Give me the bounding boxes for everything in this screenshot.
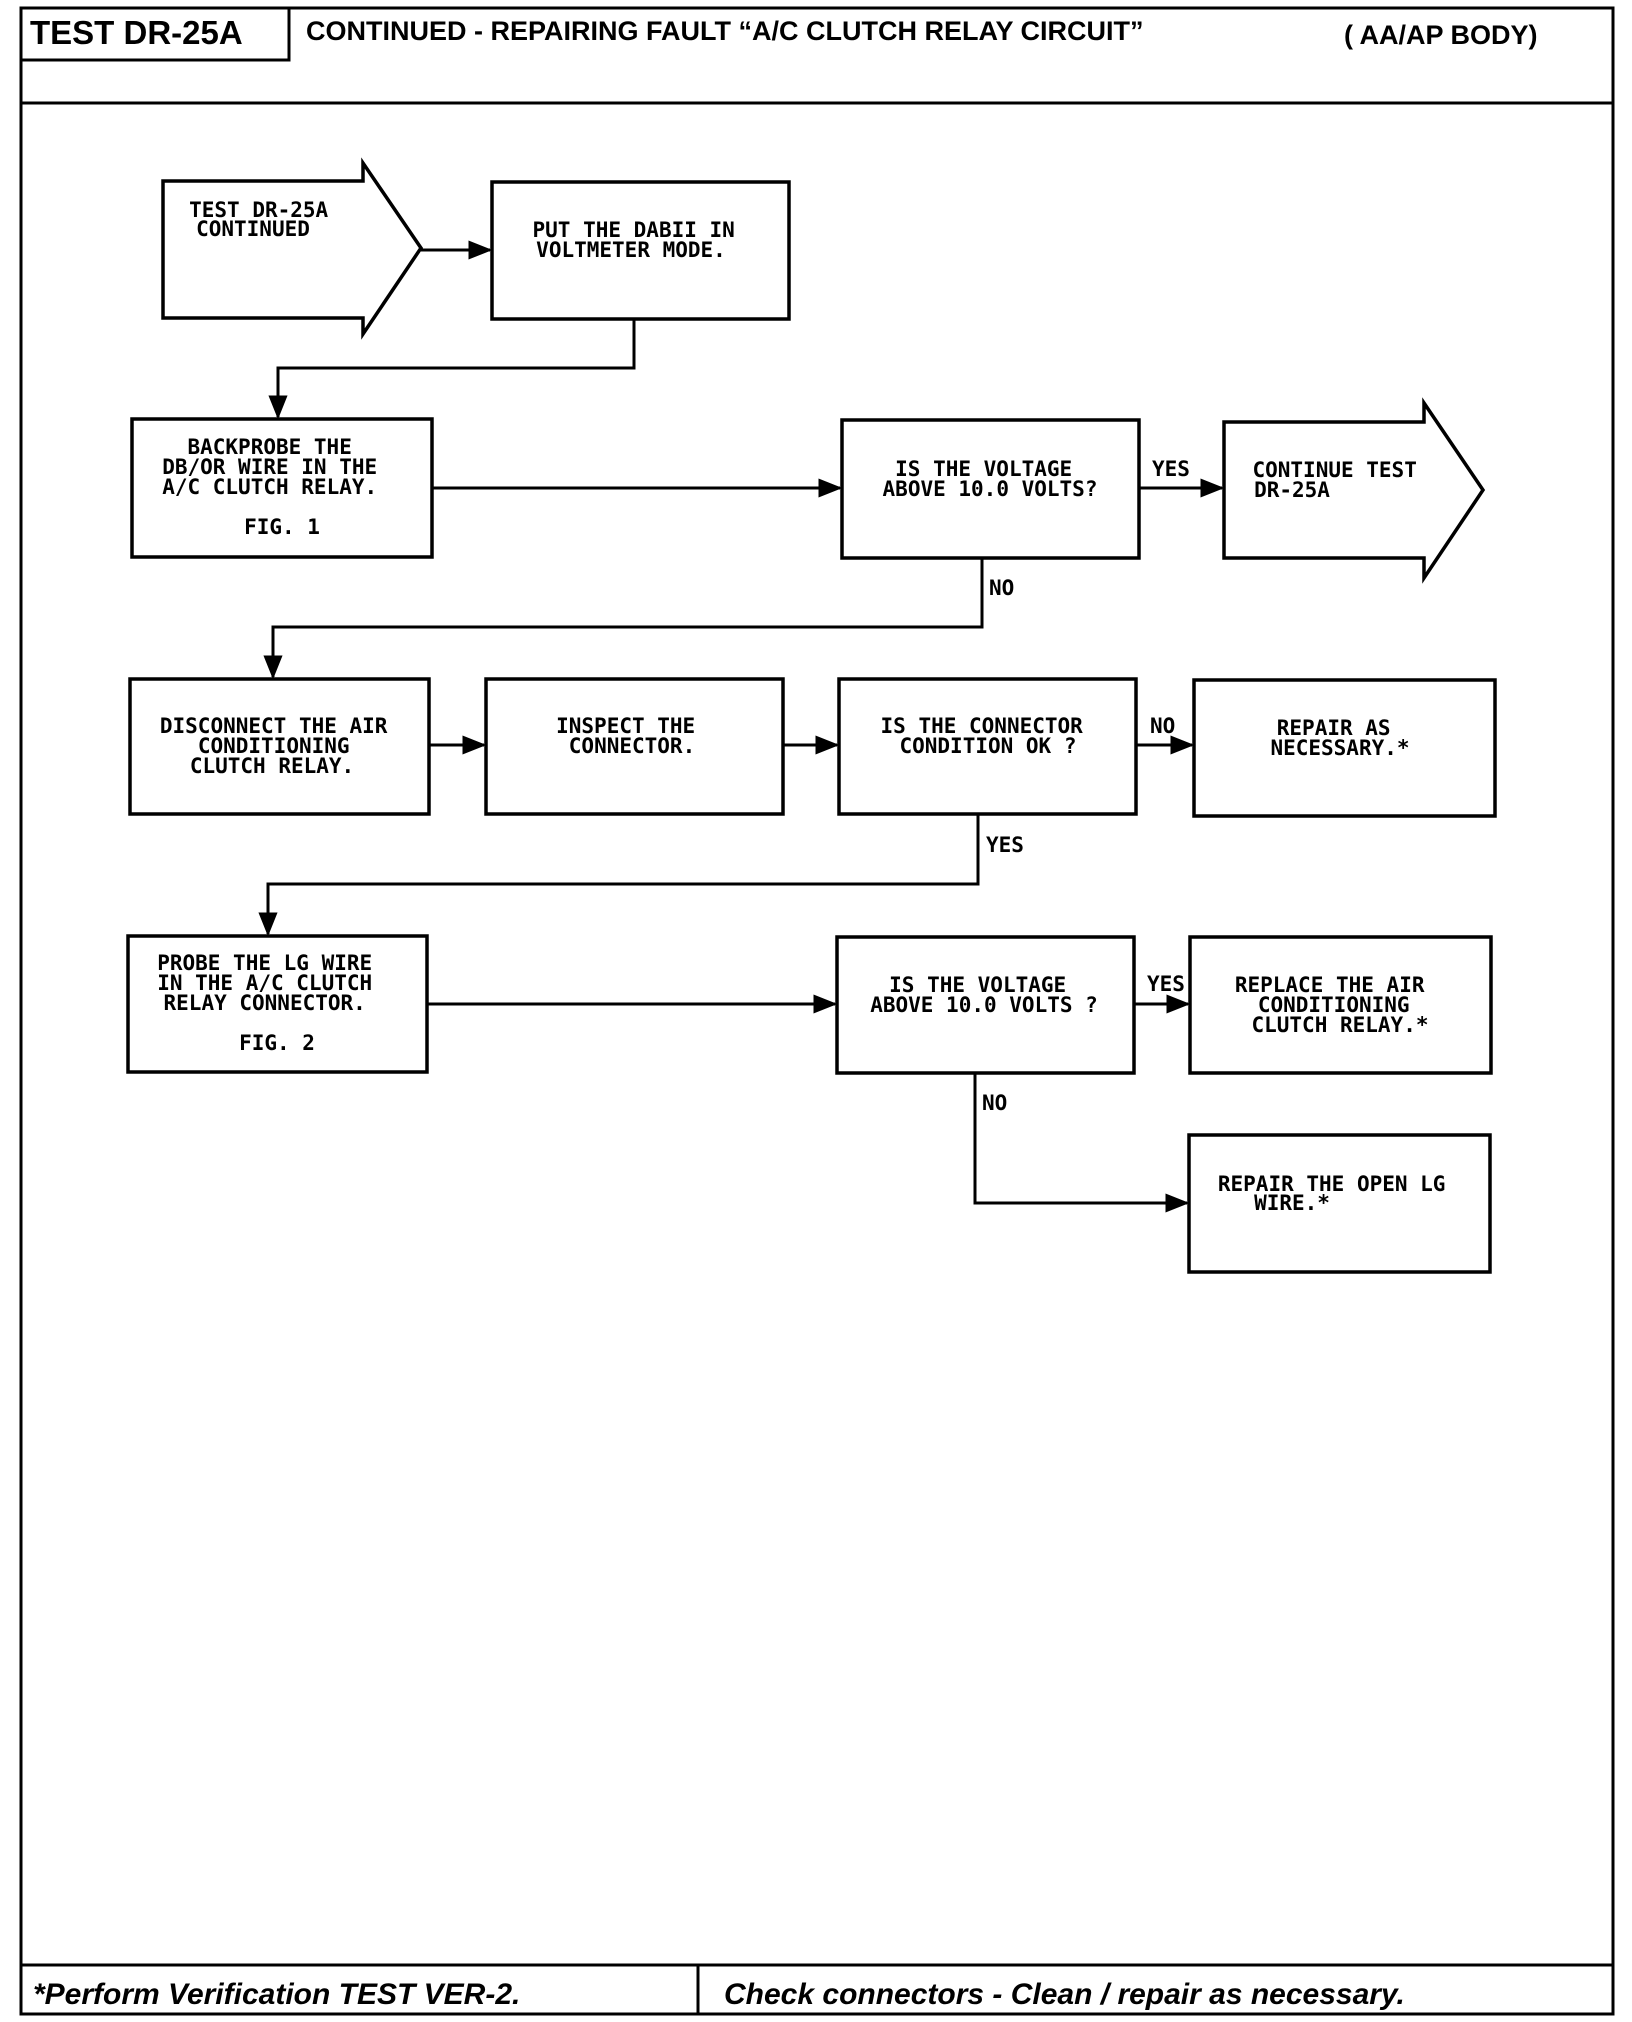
repair-open-text: REPAIR THE OPEN LG WIRE.* xyxy=(1218,1172,1458,1215)
header-test-id-box xyxy=(19,6,291,62)
header-test-id: TEST DR-25A xyxy=(30,14,243,51)
connector-dabii-to-backprobe xyxy=(268,319,636,420)
connector-q-box xyxy=(837,677,1138,816)
page-frame xyxy=(19,6,1615,2016)
label-yes3: YES xyxy=(1147,972,1185,996)
inspect-text: INSPECT THE CONNECTOR. xyxy=(556,714,708,758)
disconnect-box xyxy=(128,677,431,816)
disconnect-text: DISCONNECT THE AIR CONDITIONING CLUTCH R… xyxy=(160,714,400,778)
connector-q2-no xyxy=(973,1073,1190,1213)
label-yes1: YES xyxy=(1152,457,1190,481)
put-dabii-text: PUT THE DABII IN VOLTMETER MODE. xyxy=(533,218,748,262)
label-no3: NO xyxy=(982,1091,1007,1115)
voltage-q1-box xyxy=(840,418,1141,560)
connector-connector-q-yes xyxy=(258,814,980,937)
put-dabii-box xyxy=(490,180,791,321)
inspect-box xyxy=(484,677,785,816)
start-arrow-shape xyxy=(161,157,424,340)
footer-right: Check connectors - Clean / repair as nec… xyxy=(724,1978,1405,2011)
voltage-q1-text: IS THE VOLTAGE ABOVE 10.0 VOLTS? xyxy=(883,457,1098,501)
voltage-q2-box xyxy=(835,935,1136,1075)
replace-relay-text: REPLACE THE AIR CONDITIONING CLUTCH RELA… xyxy=(1235,973,1437,1037)
repair-nec-text: REPAIR AS NECESSARY.* xyxy=(1270,716,1409,760)
connector-q-text: IS THE CONNECTOR CONDITION OK ? xyxy=(881,714,1096,758)
backprobe-text: BACKPROBE THE DB/OR WIRE IN THE A/C CLUT… xyxy=(162,435,390,539)
start-text: TEST DR-25A CONTINUED xyxy=(189,198,341,241)
voltage-q2-text: IS THE VOLTAGE ABOVE 10.0 VOLTS ? xyxy=(870,973,1098,1017)
header-title: CONTINUED - REPAIRING FAULT “A/C CLUTCH … xyxy=(306,16,1144,46)
header-body: ( AA/AP BODY) xyxy=(1344,20,1538,50)
footer-left: *Perform Verification TEST VER-2. xyxy=(33,1978,520,2011)
label-yes2: YES xyxy=(986,833,1024,857)
continue-test-text: CONTINUE TEST DR-25A xyxy=(1252,458,1429,502)
backprobe-box xyxy=(130,417,434,559)
continue-test-arrow-shape xyxy=(1222,397,1486,584)
probe-lg-text: PROBE THE LG WIRE IN THE A/C CLUTCH RELA… xyxy=(157,951,385,1055)
probe-lg-box xyxy=(126,934,429,1074)
connector-q1-no xyxy=(263,558,984,680)
label-no1: NO xyxy=(989,576,1014,600)
label-no2: NO xyxy=(1150,714,1175,738)
repair-open-box xyxy=(1187,1133,1492,1274)
repair-nec-box xyxy=(1192,678,1497,818)
